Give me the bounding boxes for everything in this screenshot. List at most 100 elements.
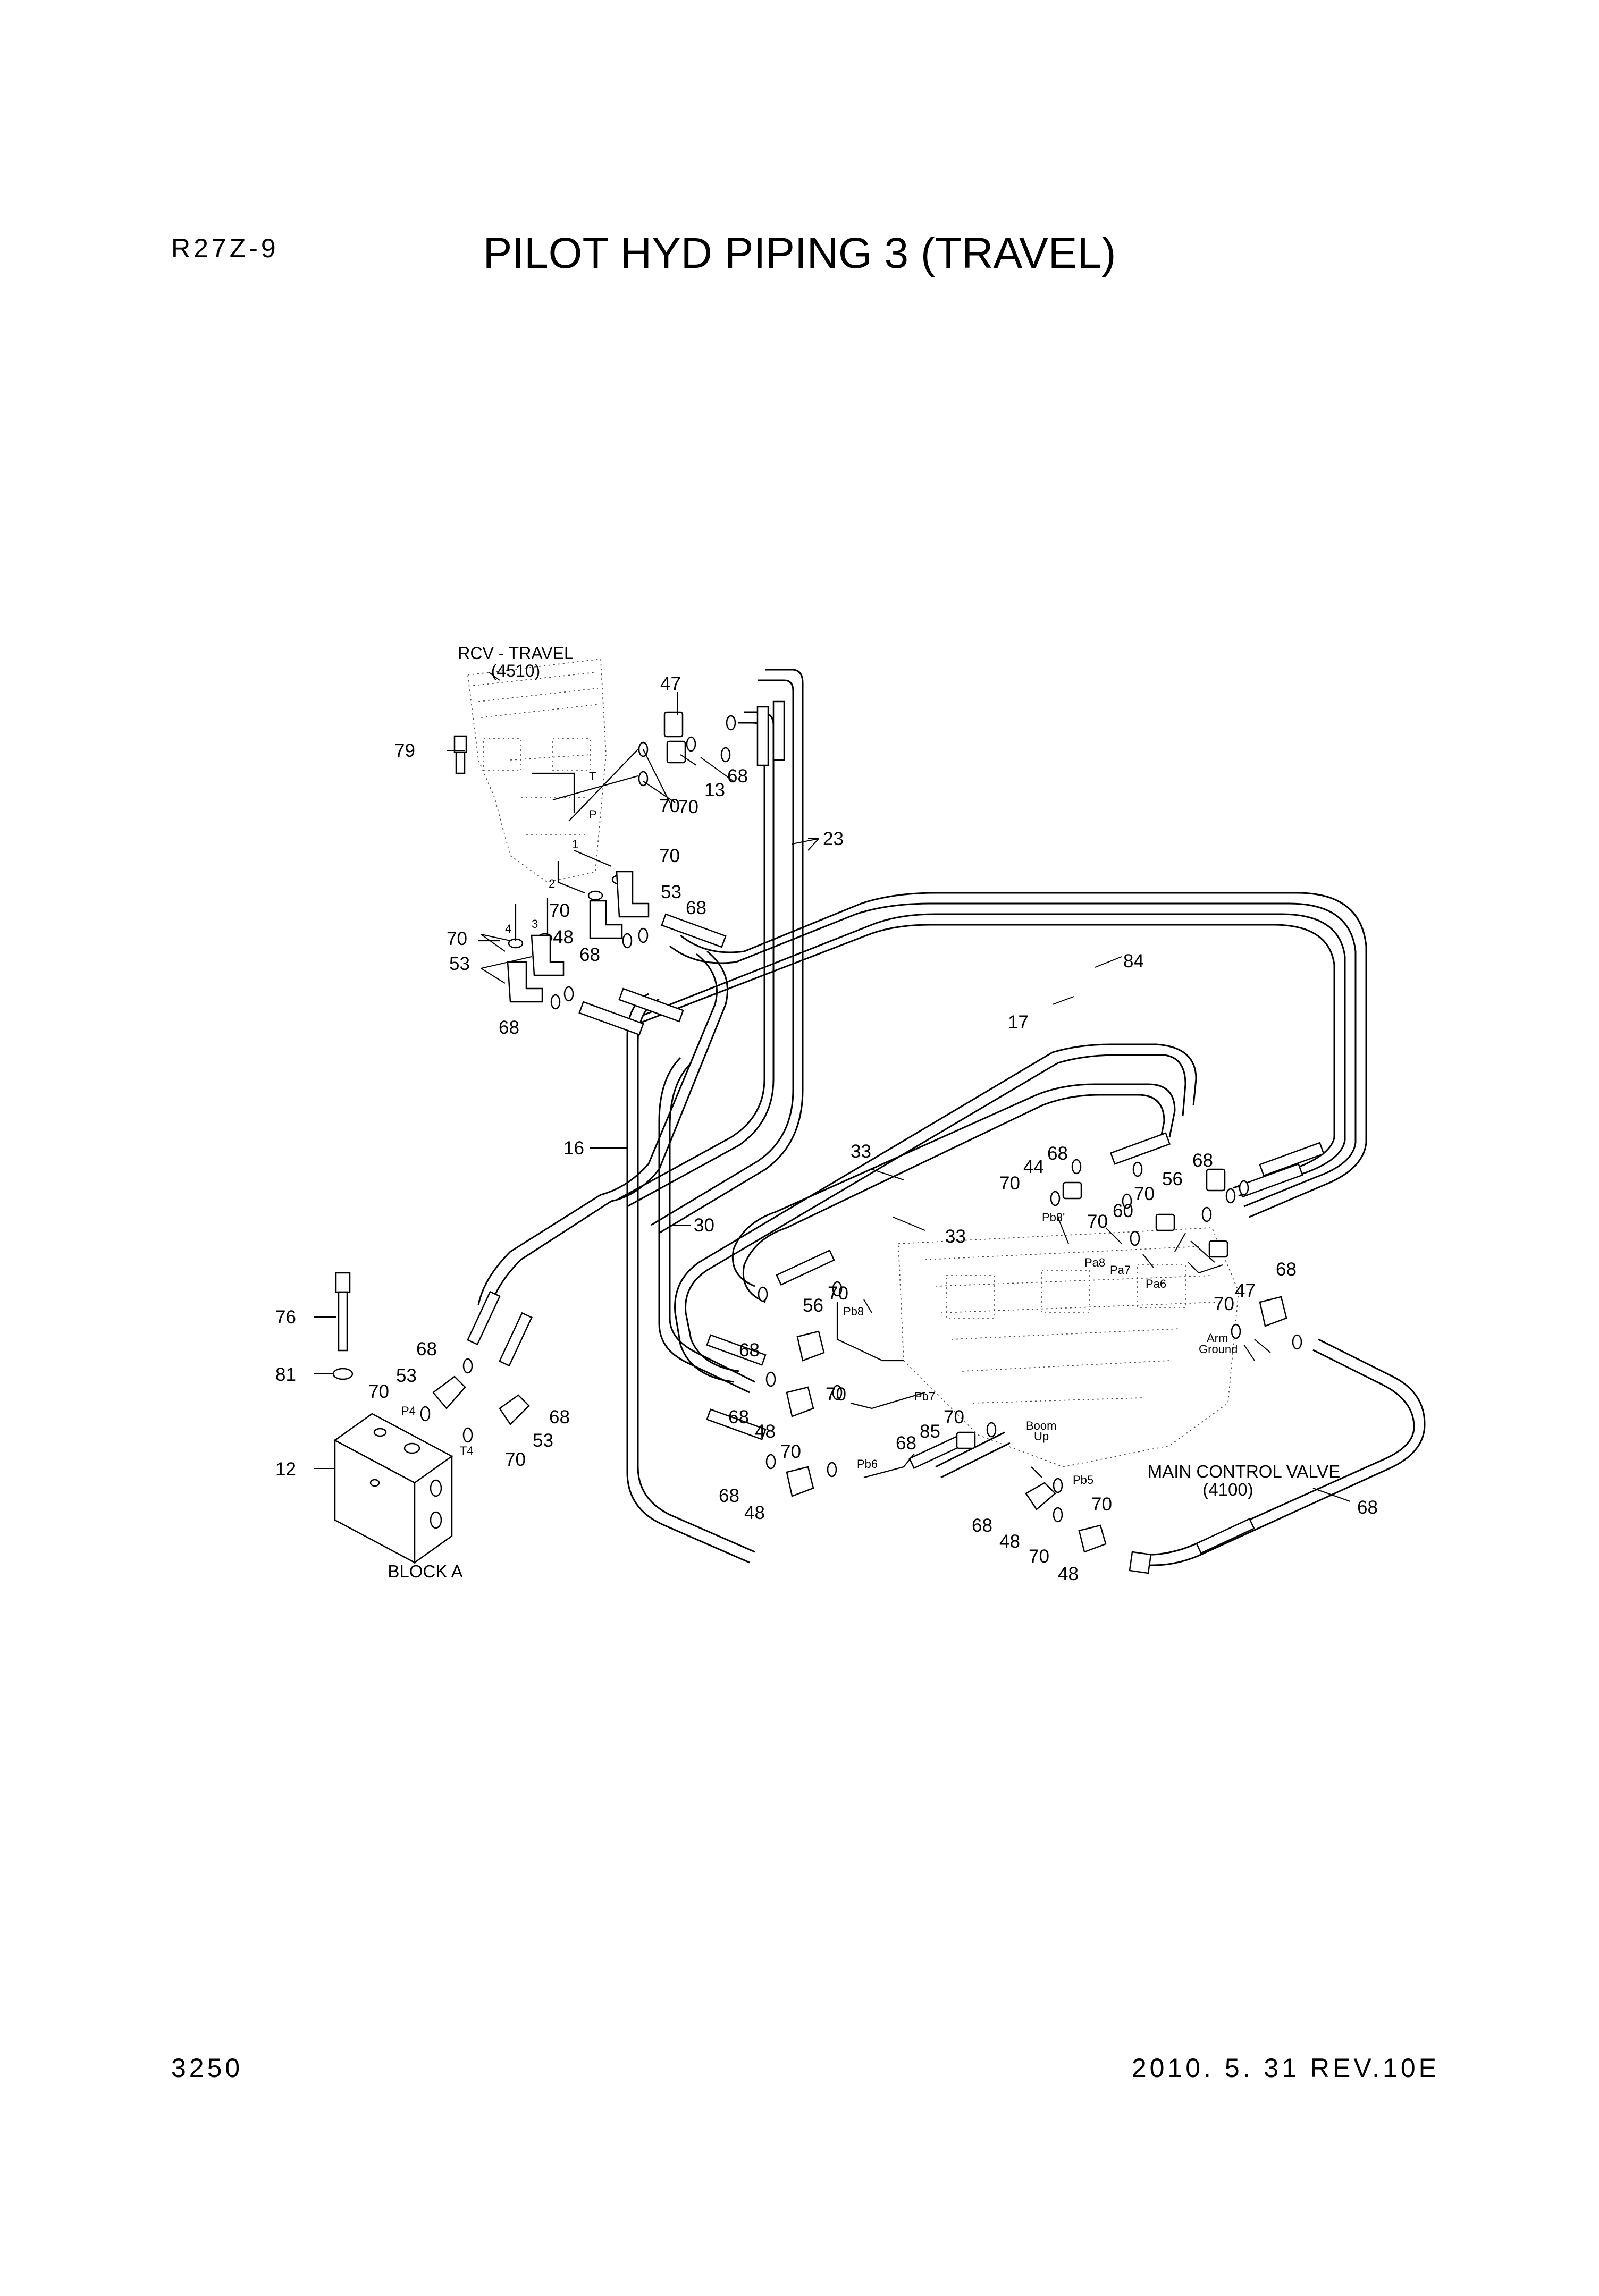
port-t4: T4 (460, 1444, 474, 1457)
port-pa7: Pa7 (1110, 1263, 1131, 1277)
callout: 56 (803, 1295, 823, 1316)
callout: 85 (920, 1421, 940, 1442)
callout: 70 (678, 797, 698, 817)
port-pb8: Pb8 (843, 1305, 864, 1318)
port-pa8: Pa8 (1084, 1256, 1105, 1269)
port-labels: T P 1 2 3 4 P4 T4 Pb8 Pb8' Pa8 Pa7 Pa6 P… (401, 770, 1238, 1487)
callout: 68 (1276, 1259, 1297, 1280)
o-rings (420, 715, 1302, 1523)
callout: 68 (739, 1340, 760, 1361)
callout: 70 (505, 1449, 526, 1470)
callout: 70 (1214, 1294, 1234, 1314)
callout: 70 (828, 1283, 848, 1304)
callout: 68 (499, 1017, 519, 1038)
port-up: Up (1034, 1430, 1049, 1443)
part-callouts: 47 79 1 3 68 70 70 23 70 53 68 70 48 68 7… (275, 673, 1378, 1584)
callout: 70 (368, 1381, 389, 1402)
port-pb6: Pb6 (857, 1457, 878, 1471)
callout: 48 (1058, 1564, 1079, 1584)
callout: 68 (579, 944, 600, 965)
callout: 68 (1192, 1150, 1213, 1171)
leader-lines (314, 672, 1351, 1502)
port-p: P (589, 808, 597, 821)
callout: 68 (896, 1433, 916, 1454)
callout: 44 (1023, 1157, 1044, 1177)
callout: 47 (660, 673, 681, 694)
callout: 70 (659, 796, 680, 816)
model-number: R27Z-9 (171, 233, 279, 263)
callout: 16 (563, 1138, 584, 1159)
port-3: 3 (532, 917, 538, 931)
port-pb8-prime: Pb8' (1042, 1211, 1065, 1224)
callout: 81 (275, 1364, 296, 1385)
bolt-76 (335, 1272, 351, 1352)
port-t: T (589, 770, 596, 783)
callout: 47 (1235, 1280, 1256, 1301)
callout: 76 (275, 1307, 296, 1328)
callout: 53 (533, 1430, 553, 1451)
port-boom: Boom (1026, 1419, 1056, 1432)
callout: 68 (686, 898, 706, 918)
callout: 70 (659, 846, 680, 866)
callout: 70 (1134, 1184, 1155, 1204)
main-control-valve (898, 1227, 1239, 1467)
callout: 70 (1029, 1546, 1049, 1567)
callout: 68 (549, 1407, 570, 1428)
pipe-runs (477, 669, 1426, 1566)
port-4: 4 (505, 922, 511, 935)
callout: 48 (553, 927, 574, 948)
port-pb7: Pb7 (914, 1390, 935, 1403)
fitting-79 (453, 735, 467, 774)
page-number: 3250 (171, 2053, 243, 2083)
callout: 68 (972, 1515, 992, 1536)
hose-sleeves (467, 700, 1325, 1554)
callout: 68 (1357, 1497, 1378, 1518)
callout: 84 (1123, 951, 1144, 972)
port-1: 1 (572, 838, 578, 851)
callout: 68 (719, 1485, 739, 1506)
port-pa6: Pa6 (1146, 1277, 1166, 1290)
callout: 68 (727, 766, 748, 787)
callout: 48 (999, 1531, 1020, 1552)
callout: 56 (1162, 1169, 1183, 1189)
callout: 12 (275, 1459, 296, 1480)
callout: 70 (549, 900, 570, 921)
callout: 70 (447, 928, 467, 949)
block-a-label: BLOCK A (388, 1561, 462, 1581)
page-title: PILOT HYD PIPING 3 (TRAVEL) (483, 229, 1116, 277)
callout: 53 (661, 882, 681, 902)
callout: 70 (826, 1384, 846, 1405)
port-ground: Ground (1199, 1343, 1238, 1356)
callout: 17 (1008, 1012, 1029, 1033)
callout: 23 (823, 829, 844, 849)
callout: 70 (1091, 1494, 1112, 1515)
callout: 53 (396, 1365, 417, 1386)
callout: 60 (1113, 1201, 1133, 1221)
fittings (432, 711, 1287, 1574)
port-arm: Arm (1207, 1331, 1228, 1345)
rcv-travel-valve (467, 659, 607, 883)
callout: 70 (780, 1441, 801, 1462)
callout: 48 (755, 1421, 776, 1442)
washer-81 (332, 1368, 354, 1380)
callout: 79 (394, 740, 415, 761)
mcv-code: (4100) (1202, 1480, 1253, 1499)
callout: 70 (944, 1407, 964, 1428)
callout: 68 (728, 1407, 749, 1428)
rcv-travel-label: RCV - TRAVEL (458, 644, 574, 663)
port-p4: P4 (401, 1404, 416, 1417)
callout: 30 (694, 1215, 714, 1236)
callout: 70 (999, 1173, 1020, 1194)
port-pb5: Pb5 (1073, 1473, 1093, 1487)
callout: 68 (416, 1339, 437, 1360)
port-2: 2 (549, 877, 555, 890)
callout: 70 (1087, 1211, 1108, 1232)
callout: 33 (945, 1226, 966, 1247)
block-a (333, 1413, 453, 1564)
callout: 53 (449, 953, 470, 974)
rcv-travel-code: (4510) (491, 661, 541, 680)
revision-date: 2010. 5. 31 REV.10E (1131, 2053, 1440, 2083)
mcv-label: MAIN CONTROL VALVE (1148, 1462, 1340, 1481)
callout: 33 (851, 1141, 871, 1162)
